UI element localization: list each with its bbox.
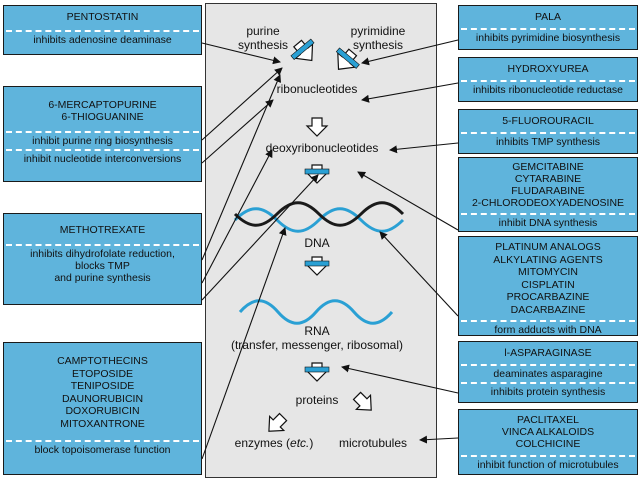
drug-action: form adducts with DNA [494, 324, 602, 336]
fluorouracil-box: 5-FLUOROURACIL inhibits TMP synthesis [458, 109, 638, 154]
purine-arrow [290, 38, 315, 62]
drug-name: METHOTREXATE [59, 224, 146, 236]
drug-action: inhibit DNA synthesis [498, 217, 598, 229]
rna-label: RNA (transfer, messenger, ribosomal) [230, 324, 404, 352]
drug-name: PALA [534, 11, 562, 23]
microtubules-label: microtubules [338, 436, 408, 450]
drug-action: block topoisomerase function [34, 444, 171, 456]
drug-action: inhibits TMP synthesis [495, 136, 601, 148]
pala-box: PALA inhibits pyrimidine biosynthesis [458, 5, 638, 50]
rna-strand [238, 299, 394, 325]
flow-arrow-1 [305, 117, 329, 137]
microtubules-arrow [352, 391, 372, 411]
drug-name: 5-FLUOROURACIL [502, 115, 594, 127]
drug-action: inhibits dihydrofolate reduction, blocks… [30, 248, 175, 284]
enzymes-arrow [268, 412, 288, 432]
dna-adduct-box: PLATINUM ANALOGS ALKYLATING AGENTS MITOM… [458, 236, 638, 336]
flow-arrow-2 [304, 164, 330, 184]
central-pathway-panel [205, 3, 437, 478]
dna-synthesis-inhibitors-box: GEMCITABINE CYTARABINE FLUDARABINE 2-CHL… [458, 157, 638, 232]
flow-arrow-4 [304, 362, 330, 382]
drug-action: deaminates asparagine [493, 368, 603, 380]
enzymes-label: enzymes (etc.) [234, 436, 314, 450]
drug-name: PLATINUM ANALOGS ALKYLATING AGENTS MITOM… [493, 241, 603, 316]
mercaptopurine-box: 6-MERCAPTOPURINE 6-THIOGUANINE inhibit p… [3, 86, 202, 182]
drug-name: HYDROXYUREA [507, 63, 589, 75]
hydroxyurea-box: HYDROXYUREA inhibits ribonucleotide redu… [458, 57, 638, 102]
drug-name: PENTOSTATIN [66, 11, 139, 23]
dna-label: DNA [304, 236, 330, 250]
pyrimidine-arrow [335, 47, 360, 70]
drug-action: inhibits ribonucleotide reductase [472, 84, 623, 96]
drug-action-secondary: inhibit nucleotide interconversions [23, 153, 182, 165]
deoxyribonucleotides-label: deoxyribonucleotides [265, 141, 379, 155]
drug-action: inhibit purine ring biosynthesis [32, 135, 173, 147]
ribonucleotides-label: ribonucleotides [276, 82, 358, 96]
drug-name: l-ASPARAGINASE [504, 347, 592, 359]
connector-lines [201, 39, 459, 460]
dna-helix [233, 201, 405, 233]
drug-name: GEMCITABINE CYTARABINE FLUDARABINE 2-CHL… [471, 161, 625, 209]
asparaginase-box: l-ASPARAGINASE deaminates asparagine inh… [458, 341, 638, 403]
methotrexate-box: METHOTREXATE inhibits dihydrofolate redu… [3, 213, 202, 305]
drug-name: PACLITAXEL VINCA ALKALOIDS COLCHICINE [501, 414, 595, 450]
proteins-label: proteins [295, 393, 339, 407]
pentostatin-box: PENTOSTATIN inhibits adenosine deaminase [3, 5, 202, 55]
drug-name: 6-MERCAPTOPURINE 6-THIOGUANINE [48, 99, 157, 123]
topoisomerase-box: CAMPTOTHECINS ETOPOSIDE TENIPOSIDE DAUNO… [3, 342, 202, 475]
drug-name: CAMPTOTHECINS ETOPOSIDE TENIPOSIDE DAUNO… [57, 355, 148, 430]
drug-action-secondary: inhibits protein synthesis [490, 386, 606, 398]
drug-action: inhibit function of microtubules [477, 459, 619, 471]
pyrimidine-synthesis-label: pyrimidine synthesis [350, 24, 406, 52]
microtubule-inhibitors-box: PACLITAXEL VINCA ALKALOIDS COLCHICINE in… [458, 409, 638, 475]
drug-action: inhibits adenosine deaminase [33, 34, 172, 46]
purine-synthesis-label: purine synthesis [237, 24, 289, 52]
drug-action: inhibits pyrimidine biosynthesis [475, 32, 621, 44]
flow-arrow-3 [304, 256, 330, 276]
